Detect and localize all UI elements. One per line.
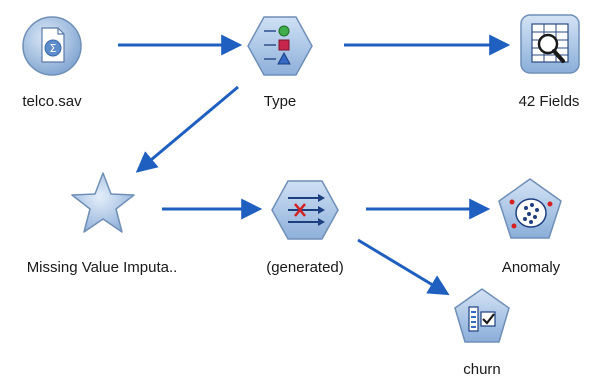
- node-label: churn: [463, 361, 501, 378]
- node-label: Missing Value Imputa..: [26, 259, 178, 276]
- anomaly-model-icon: [498, 178, 562, 239]
- node-label: 42 Fields: [518, 93, 580, 110]
- type-node-icon: [247, 16, 313, 76]
- node-churn[interactable]: [452, 286, 512, 346]
- node-telco-source[interactable]: Σ: [20, 14, 84, 78]
- node-label: (generated): [266, 259, 344, 276]
- node-table-output[interactable]: [518, 12, 582, 76]
- svg-text:Σ: Σ: [50, 42, 57, 55]
- node-label: Anomaly: [501, 259, 561, 276]
- star-supernode-icon: [71, 172, 135, 233]
- node-label: telco.sav: [22, 93, 82, 110]
- node-generated-filter[interactable]: [270, 178, 340, 242]
- statistics-file-icon: Σ: [22, 16, 82, 76]
- link-generated-to-churn[interactable]: [357, 238, 450, 296]
- filter-node-icon: [271, 180, 339, 240]
- node-type[interactable]: [246, 14, 314, 78]
- flag-field-icon: [454, 288, 510, 343]
- node-missing-value-imputation[interactable]: [68, 170, 138, 236]
- table-output-icon: [520, 14, 580, 74]
- node-anomaly-model[interactable]: [496, 176, 564, 242]
- node-label: Type: [263, 93, 297, 110]
- link-type-to-impute[interactable]: [135, 85, 239, 173]
